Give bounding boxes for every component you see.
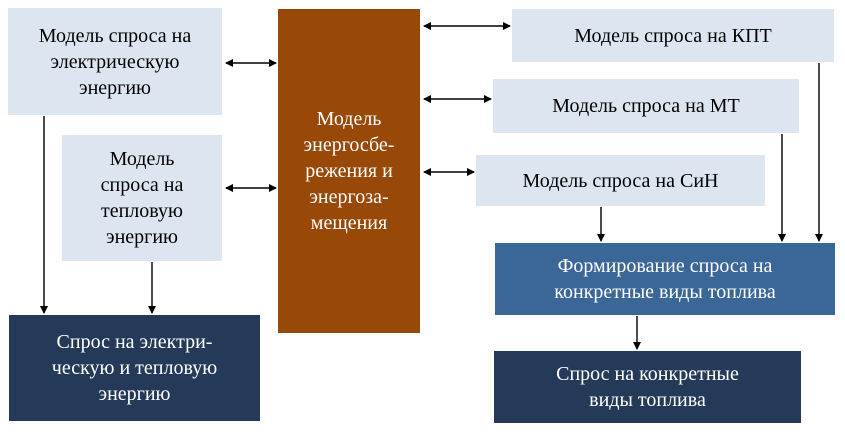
mt-demand-model-box: Модель спроса на МТ bbox=[493, 79, 799, 133]
electric-heat-demand-box: Спрос на электри- ческую и тепловую энер… bbox=[9, 315, 260, 421]
fuel-types-demand-box: Спрос на конкретные виды топлива bbox=[494, 351, 801, 423]
fuel-demand-formation-box: Формирование спроса на конкретные виды т… bbox=[495, 243, 835, 315]
heat-demand-model-box: Модель спроса на тепловую энергию bbox=[62, 135, 222, 261]
kpt-demand-model-label: Модель спроса на КПТ bbox=[574, 24, 772, 47]
sin-demand-model-label: Модель спроса на СиН bbox=[522, 169, 719, 192]
mt-demand-model-label: Модель спроса на МТ bbox=[552, 95, 740, 117]
energy-saving-model-box: Модель энергосбе- режения и энергоза- ме… bbox=[278, 9, 420, 333]
electric-demand-model-label: Модель спроса на электрическую энергию bbox=[38, 24, 192, 99]
electric-heat-demand-label: Спрос на электри- ческую и тепловую энер… bbox=[51, 331, 218, 405]
energy-saving-model-label: Модель энергосбе- режения и энергоза- ме… bbox=[303, 108, 395, 234]
electric-demand-model-box: Модель спроса на электрическую энергию bbox=[8, 8, 222, 115]
heat-demand-model-label: Модель спроса на тепловую энергию bbox=[100, 148, 184, 248]
kpt-demand-model-box: Модель спроса на КПТ bbox=[512, 9, 834, 62]
sin-demand-model-box: Модель спроса на СиН bbox=[476, 155, 765, 206]
fuel-demand-formation-label: Формирование спроса на конкретные виды т… bbox=[554, 255, 776, 303]
fuel-types-demand-label: Спрос на конкретные виды топлива bbox=[556, 363, 739, 411]
